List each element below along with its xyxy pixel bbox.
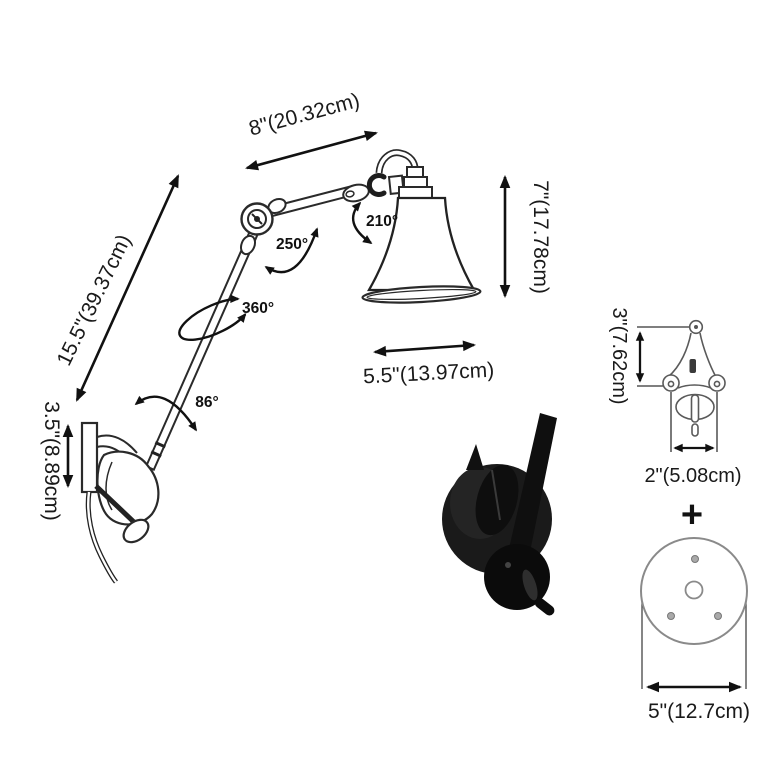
- canopy-screw-hole: [714, 612, 722, 620]
- shade-height-label: 7"(17.78cm): [529, 180, 552, 294]
- shade-width-label: 5.5"(13.97cm): [363, 359, 495, 389]
- dim-lower-arm-arrow: [75, 174, 180, 402]
- rotation-angle-label: 360°: [242, 300, 274, 317]
- lamp-socket: [398, 166, 433, 199]
- arm-clamp-tick: [150, 450, 162, 458]
- dimension-arrows: [62, 130, 742, 693]
- dim-shade-width-arrow: [373, 340, 476, 357]
- elbow-angle-label: 250°: [276, 236, 308, 253]
- arm-clamp-tick: [154, 441, 166, 449]
- canopy-drawing: [640, 537, 748, 645]
- canopy-screw-hole: [667, 612, 675, 620]
- mounting-bracket-drawing: [662, 319, 726, 437]
- arc-base-86: [134, 395, 198, 432]
- elbow-joint: [240, 197, 287, 256]
- extension-lines: [637, 326, 747, 689]
- plus-icon: +: [681, 494, 703, 536]
- lamp-lower-arm: [144, 229, 259, 472]
- head-angle-label: 210°: [366, 213, 398, 230]
- lamp-shade: [361, 196, 482, 304]
- upper-arm-length-label: 8"(20.32cm): [246, 89, 362, 141]
- bracket-height-label: 3"(7.62cm): [608, 307, 630, 404]
- dim-upper-arm-arrow: [245, 130, 378, 171]
- canopy-center-hole: [684, 580, 704, 600]
- cable-loop: [375, 149, 419, 174]
- arc-rotation-360: [178, 294, 247, 341]
- product-photo: [442, 413, 557, 616]
- canopy-screw-hole: [691, 555, 699, 563]
- shade-swivel-joint: [342, 173, 405, 203]
- angle-arcs: [134, 201, 373, 432]
- photo-knob: [534, 598, 555, 616]
- bracket-slot: [689, 359, 696, 373]
- bracket-width-label: 2"(5.08cm): [644, 465, 741, 487]
- wall-mount-drawing: [80, 421, 160, 584]
- canopy-diameter-label: 5"(12.7cm): [648, 700, 750, 723]
- arc-head-210: [351, 201, 373, 244]
- base-angle-label: 86°: [195, 394, 218, 411]
- arc-elbow-250: [264, 227, 319, 275]
- backplate-height-label: 3.5"(8.89cm): [40, 401, 63, 521]
- photo-arm-rod: [508, 413, 557, 562]
